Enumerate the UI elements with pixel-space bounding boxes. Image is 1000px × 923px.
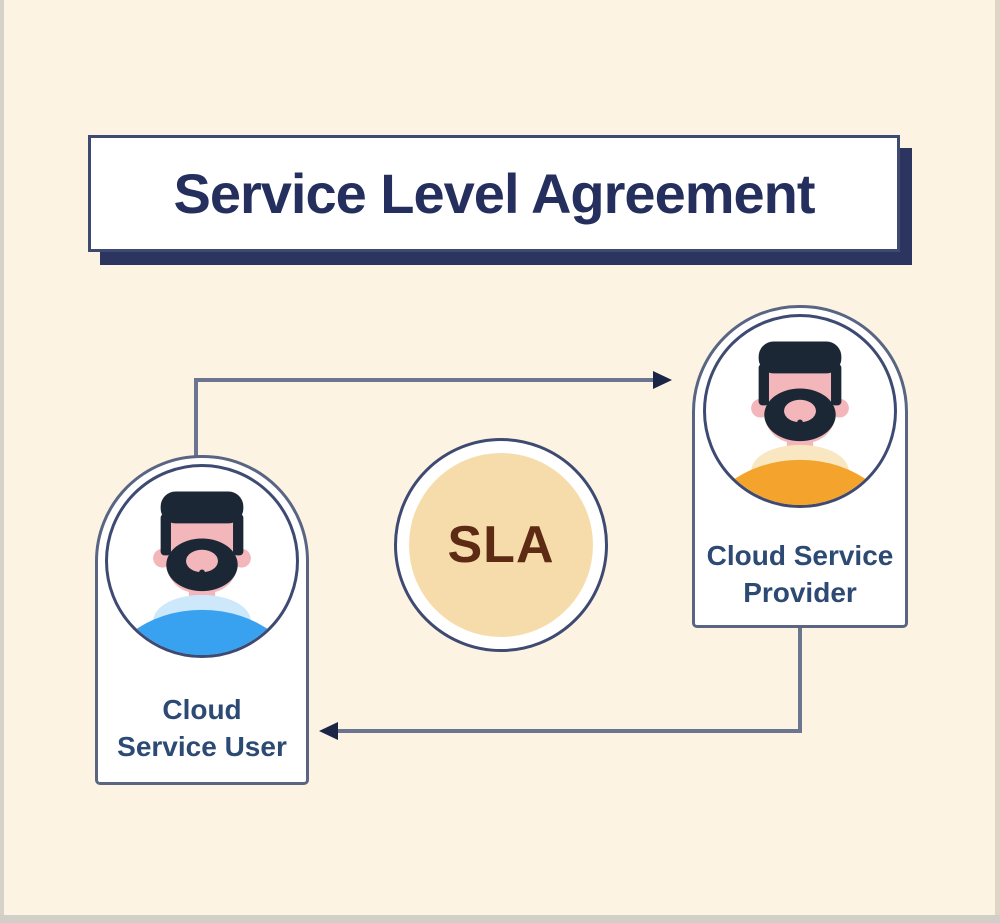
shirt-shape [110,609,294,655]
label-line-1: Cloud [162,693,242,725]
frame-bottom-strip [0,915,1000,923]
label-line-2: Provider [743,577,857,609]
bottom-connector-horizontal-line [338,729,802,733]
title-banner: Service Level Agreement [88,135,900,252]
label-line-2: Service User [117,731,287,763]
cloud-service-user-card: Cloud Service User [95,455,309,785]
shirt-shape [708,459,892,505]
bottom-connector-vertical-line [798,626,802,731]
sla-badge-fill: SLA [409,453,593,637]
person-icon [110,491,294,655]
frame-right-strip [995,0,1000,923]
top-connector-vertical-line [194,378,198,462]
top-connector-horizontal-line [194,378,654,382]
cloud-service-provider-label: Cloud Service Provider [695,537,905,612]
cloud-service-provider-card: Cloud Service Provider [692,305,908,628]
page-title: Service Level Agreement [173,162,815,225]
cloud-service-user-label: Cloud Service User [98,691,306,766]
cloud-service-provider-avatar [703,314,897,508]
frame-left-strip [0,0,4,923]
bottom-connector-arrowhead-icon [319,722,338,740]
person-icon [708,341,892,505]
cloud-service-user-avatar [105,464,299,658]
top-connector-arrowhead-icon [653,371,672,389]
label-line-1: Cloud Service [706,539,894,571]
sla-badge: SLA [394,438,608,652]
sla-badge-label: SLA [447,516,555,574]
